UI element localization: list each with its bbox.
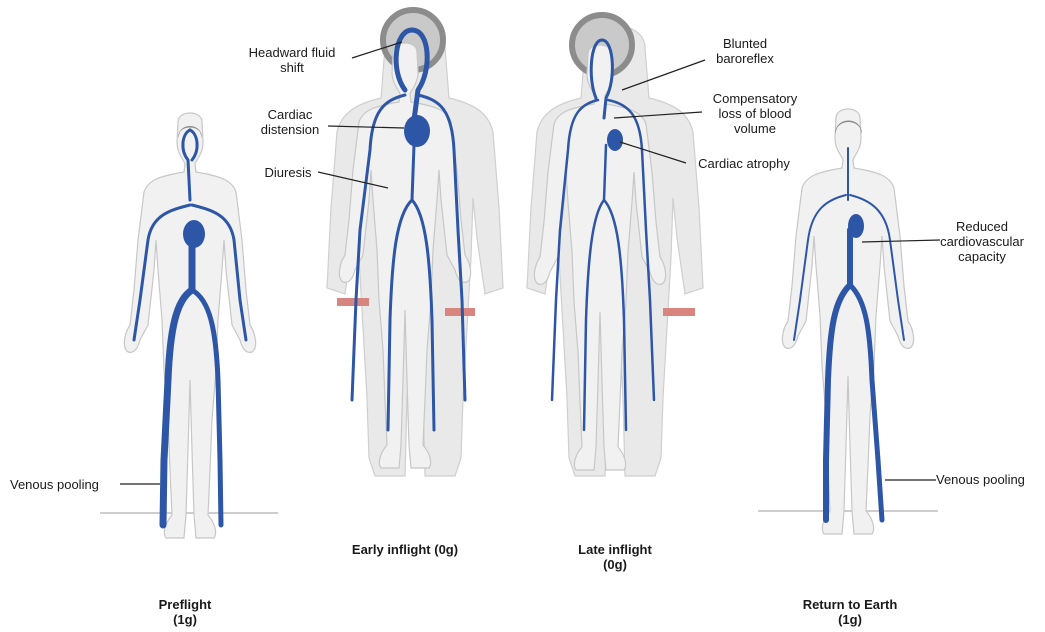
late-heart xyxy=(607,129,623,151)
early-suit-band xyxy=(337,298,369,306)
label-cardiac-distension: Cardiac distension xyxy=(250,107,330,137)
early-suit-band-2 xyxy=(445,308,475,316)
label-venous-pooling-left: Venous pooling xyxy=(10,477,120,492)
label-cardiac-atrophy: Cardiac atrophy xyxy=(686,156,802,171)
figure-return xyxy=(758,109,940,534)
caption-late-inflight: Late inflight (0g) xyxy=(560,542,670,572)
late-suit-band-2 xyxy=(663,308,695,316)
figure-late-inflight xyxy=(527,15,705,476)
label-reduced-capacity: Reduced cardiovascular capacity xyxy=(932,219,1032,264)
figure-early-inflight xyxy=(318,10,503,476)
caption-return-to-earth: Return to Earth (1g) xyxy=(780,597,920,627)
return-heart xyxy=(848,214,864,238)
label-venous-pooling-right: Venous pooling xyxy=(936,472,1042,487)
early-heart xyxy=(404,115,430,147)
caption-early-inflight: Early inflight (0g) xyxy=(330,542,480,557)
preflight-heart xyxy=(183,220,205,248)
label-blunted-baroreflex: Blunted baroreflex xyxy=(700,36,790,66)
label-diuresis: Diuresis xyxy=(256,165,320,180)
label-headward-fluid-shift: Headward fluid shift xyxy=(232,45,352,75)
label-compensatory-loss: Compensatory loss of blood volume xyxy=(695,91,815,136)
caption-preflight: Preflight (1g) xyxy=(130,597,240,627)
figure-preflight xyxy=(100,113,278,538)
